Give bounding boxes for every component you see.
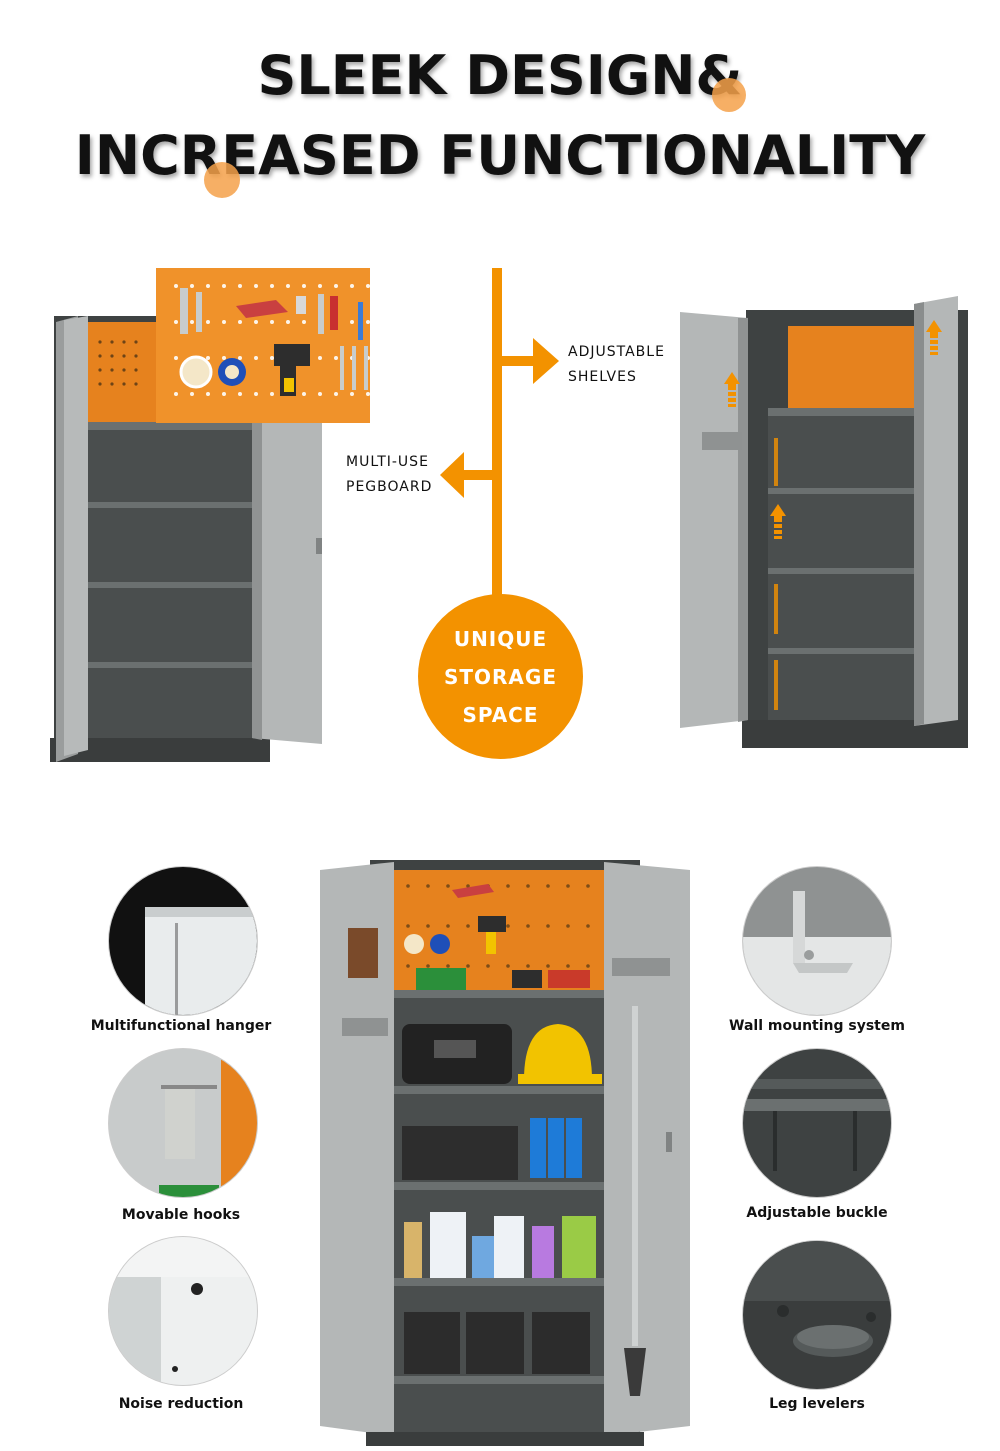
feature-caption: Adjustable buckle — [746, 1205, 888, 1221]
accent-dot — [712, 78, 746, 112]
callout-line: MULTI-USE — [346, 454, 429, 470]
feature-image-movable-hooks — [108, 1048, 258, 1198]
feature-caption: Noise reduction — [118, 1396, 244, 1412]
connector-stem — [492, 268, 502, 598]
feature-caption: Multifunctional hanger — [90, 1018, 272, 1034]
feature-caption: Movable hooks — [121, 1207, 241, 1223]
badge-line: UNIQUE — [453, 626, 548, 651]
feature-image-leg-levelers — [742, 1240, 892, 1390]
callout-line: ADJUSTABLE — [568, 344, 665, 360]
headline-line-2: INCREASED FUNCTIONALITY — [74, 124, 926, 187]
loaded-cabinet-illustration — [320, 860, 690, 1446]
callout-line: PEGBOARD — [346, 479, 433, 495]
feature-image-hanger — [108, 866, 258, 1016]
accent-dot — [204, 162, 240, 198]
cabinet-with-pegboard-illustration — [50, 268, 370, 762]
badge-line: STORAGE — [443, 664, 557, 689]
feature-image-adjustable-buckle — [742, 1048, 892, 1198]
feature-image-noise-reduction — [108, 1236, 258, 1386]
arrow-right-icon — [497, 338, 559, 384]
callout-line: SHELVES — [568, 369, 637, 385]
unique-storage-badge: UNIQUE STORAGE SPACE — [418, 594, 583, 759]
badge-line: SPACE — [462, 702, 539, 727]
callout-adjustable-shelves: ADJUSTABLE SHELVES — [568, 340, 665, 390]
arrow-left-icon — [440, 452, 500, 498]
feature-caption: Wall mounting system — [729, 1018, 905, 1034]
callout-multi-use-pegboard: MULTI-USE PEGBOARD — [346, 450, 432, 500]
headline-line-1: SLEEK DESIGN& — [257, 44, 743, 107]
feature-image-wall-mount — [742, 866, 892, 1016]
feature-caption: Leg levelers — [769, 1396, 865, 1412]
adjustable-shelves-cabinet-illustration — [680, 296, 968, 748]
